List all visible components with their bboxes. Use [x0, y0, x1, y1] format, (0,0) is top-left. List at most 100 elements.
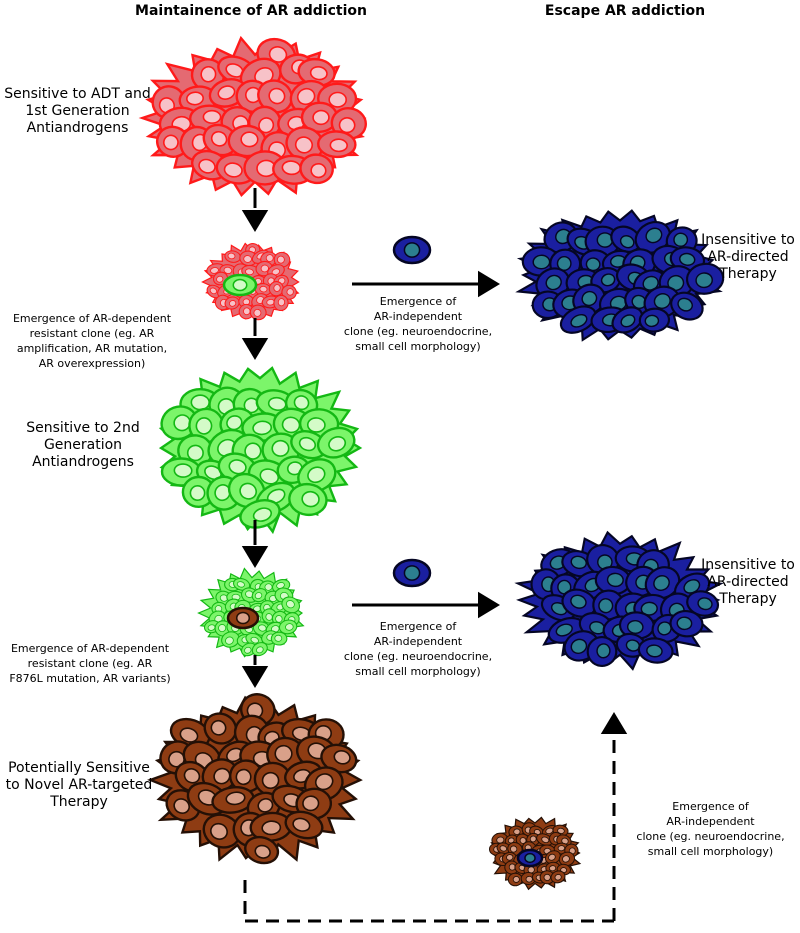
cell: [190, 149, 229, 181]
cell-nucleus: [570, 638, 588, 655]
cell-nucleus: [286, 600, 295, 609]
cell-nucleus: [214, 484, 231, 502]
cell-nucleus: [307, 466, 326, 484]
label-line: AR-directed: [707, 248, 789, 265]
cell: [317, 82, 358, 115]
cell-nucleus: [562, 855, 570, 863]
cell-nucleus: [677, 297, 693, 312]
cell-nucleus: [640, 601, 658, 616]
cell-nucleus: [532, 254, 551, 270]
cell: [284, 810, 324, 840]
cell-nucleus: [557, 845, 566, 852]
cell: [251, 588, 268, 603]
cell-nucleus: [235, 768, 252, 786]
cell-nucleus: [228, 459, 247, 475]
cell-nucleus: [314, 773, 334, 791]
cell: [273, 294, 289, 312]
cell-nucleus: [570, 555, 587, 570]
cell-nucleus: [213, 767, 231, 785]
cell-clusters: [138, 35, 725, 891]
cell-nucleus: [600, 273, 616, 287]
label-line: Potentially Sensitive: [8, 760, 150, 776]
cell-nucleus: [276, 255, 285, 264]
cell-nucleus: [667, 274, 685, 292]
cell-nucleus: [179, 727, 199, 743]
cell-nucleus: [244, 646, 252, 654]
annotation-line: clone (eg. neuroendocrine,: [343, 649, 493, 663]
cell-nucleus: [606, 572, 624, 588]
cell-nucleus: [259, 468, 280, 485]
cell: [244, 835, 280, 865]
cell: [202, 813, 242, 849]
cell: [281, 596, 301, 614]
arrowhead: [241, 546, 269, 568]
annotation-line: small cell morphology): [647, 844, 774, 858]
cell: [685, 262, 725, 295]
cell-nucleus: [173, 463, 193, 478]
cell: [227, 124, 267, 158]
cell-nucleus: [243, 307, 251, 316]
cell: [227, 472, 266, 509]
cell-nucleus: [676, 616, 693, 631]
cell-nucleus: [200, 65, 217, 83]
cell-nucleus: [252, 507, 273, 522]
cell-nucleus: [210, 267, 219, 274]
arrowhead: [478, 591, 500, 619]
cell-nucleus: [626, 619, 644, 635]
cell-nucleus: [190, 394, 210, 411]
arrowhead: [241, 210, 269, 232]
annotation-line: AR-independent: [373, 309, 463, 323]
cell-nucleus: [292, 817, 311, 832]
cell-nucleus: [260, 264, 269, 273]
cell-nucleus: [554, 874, 562, 881]
cell-nucleus: [545, 274, 562, 291]
label-line: to Novel AR-targeted: [5, 776, 153, 793]
arrowhead: [241, 338, 269, 360]
annotation-line: amplification, AR mutation,: [16, 341, 168, 355]
cell-nucleus: [271, 439, 290, 457]
cell-nucleus: [619, 235, 635, 249]
cell-nucleus: [512, 876, 520, 883]
cluster-blue-insensitive-2: [514, 530, 724, 671]
cell-nucleus: [217, 85, 236, 100]
header-escape: Escape AR addiction: [544, 3, 706, 19]
cell-nucleus: [210, 822, 228, 840]
cell: [504, 860, 519, 875]
label-line: Generation: [43, 436, 123, 453]
annotation-line: resistant clone (eg. AR: [27, 656, 153, 670]
annotation-line: clone (eg. neuroendocrine,: [636, 829, 785, 843]
cell-nucleus: [253, 308, 262, 317]
label-line: Sensitive to 2nd: [26, 420, 140, 436]
cell: [238, 303, 255, 320]
annotation-line: small cell morphology): [355, 339, 481, 353]
cell-nucleus: [506, 854, 514, 861]
cell-nucleus: [232, 278, 248, 292]
cell-nucleus: [229, 300, 237, 307]
cell-nucleus: [570, 594, 587, 609]
cell: [670, 291, 704, 321]
cell-nucleus: [227, 252, 236, 260]
label-line: Antiandrogens: [26, 119, 129, 136]
label-line: Insensitive to: [701, 232, 795, 248]
label-line: Sensitive to ADT and: [4, 86, 151, 102]
cell-nucleus: [209, 287, 218, 295]
cell-nucleus: [254, 592, 263, 600]
label-insensitive-1: Insensitive to AR-directed Therapy: [698, 232, 798, 282]
cell: [550, 870, 566, 884]
cell-nucleus: [328, 435, 347, 452]
label-adt-sensitive: Sensitive to ADT and 1st Generation Anti…: [0, 86, 155, 136]
cluster-green-second-gen: [158, 366, 363, 535]
cell-nucleus: [697, 597, 713, 611]
annotation-line: small cell morphology): [355, 664, 481, 678]
cell-nucleus: [646, 644, 663, 658]
cell-nucleus: [198, 158, 216, 174]
cell: [317, 130, 357, 159]
cell: [316, 426, 356, 459]
cell-nucleus: [202, 109, 222, 124]
annotation-line: Emergence of: [672, 800, 749, 813]
cell: [558, 851, 576, 867]
cell-nucleus: [286, 288, 294, 296]
cell-nucleus: [223, 162, 243, 178]
cell-nucleus: [301, 490, 320, 508]
label-line: 1st Generation: [25, 102, 130, 119]
